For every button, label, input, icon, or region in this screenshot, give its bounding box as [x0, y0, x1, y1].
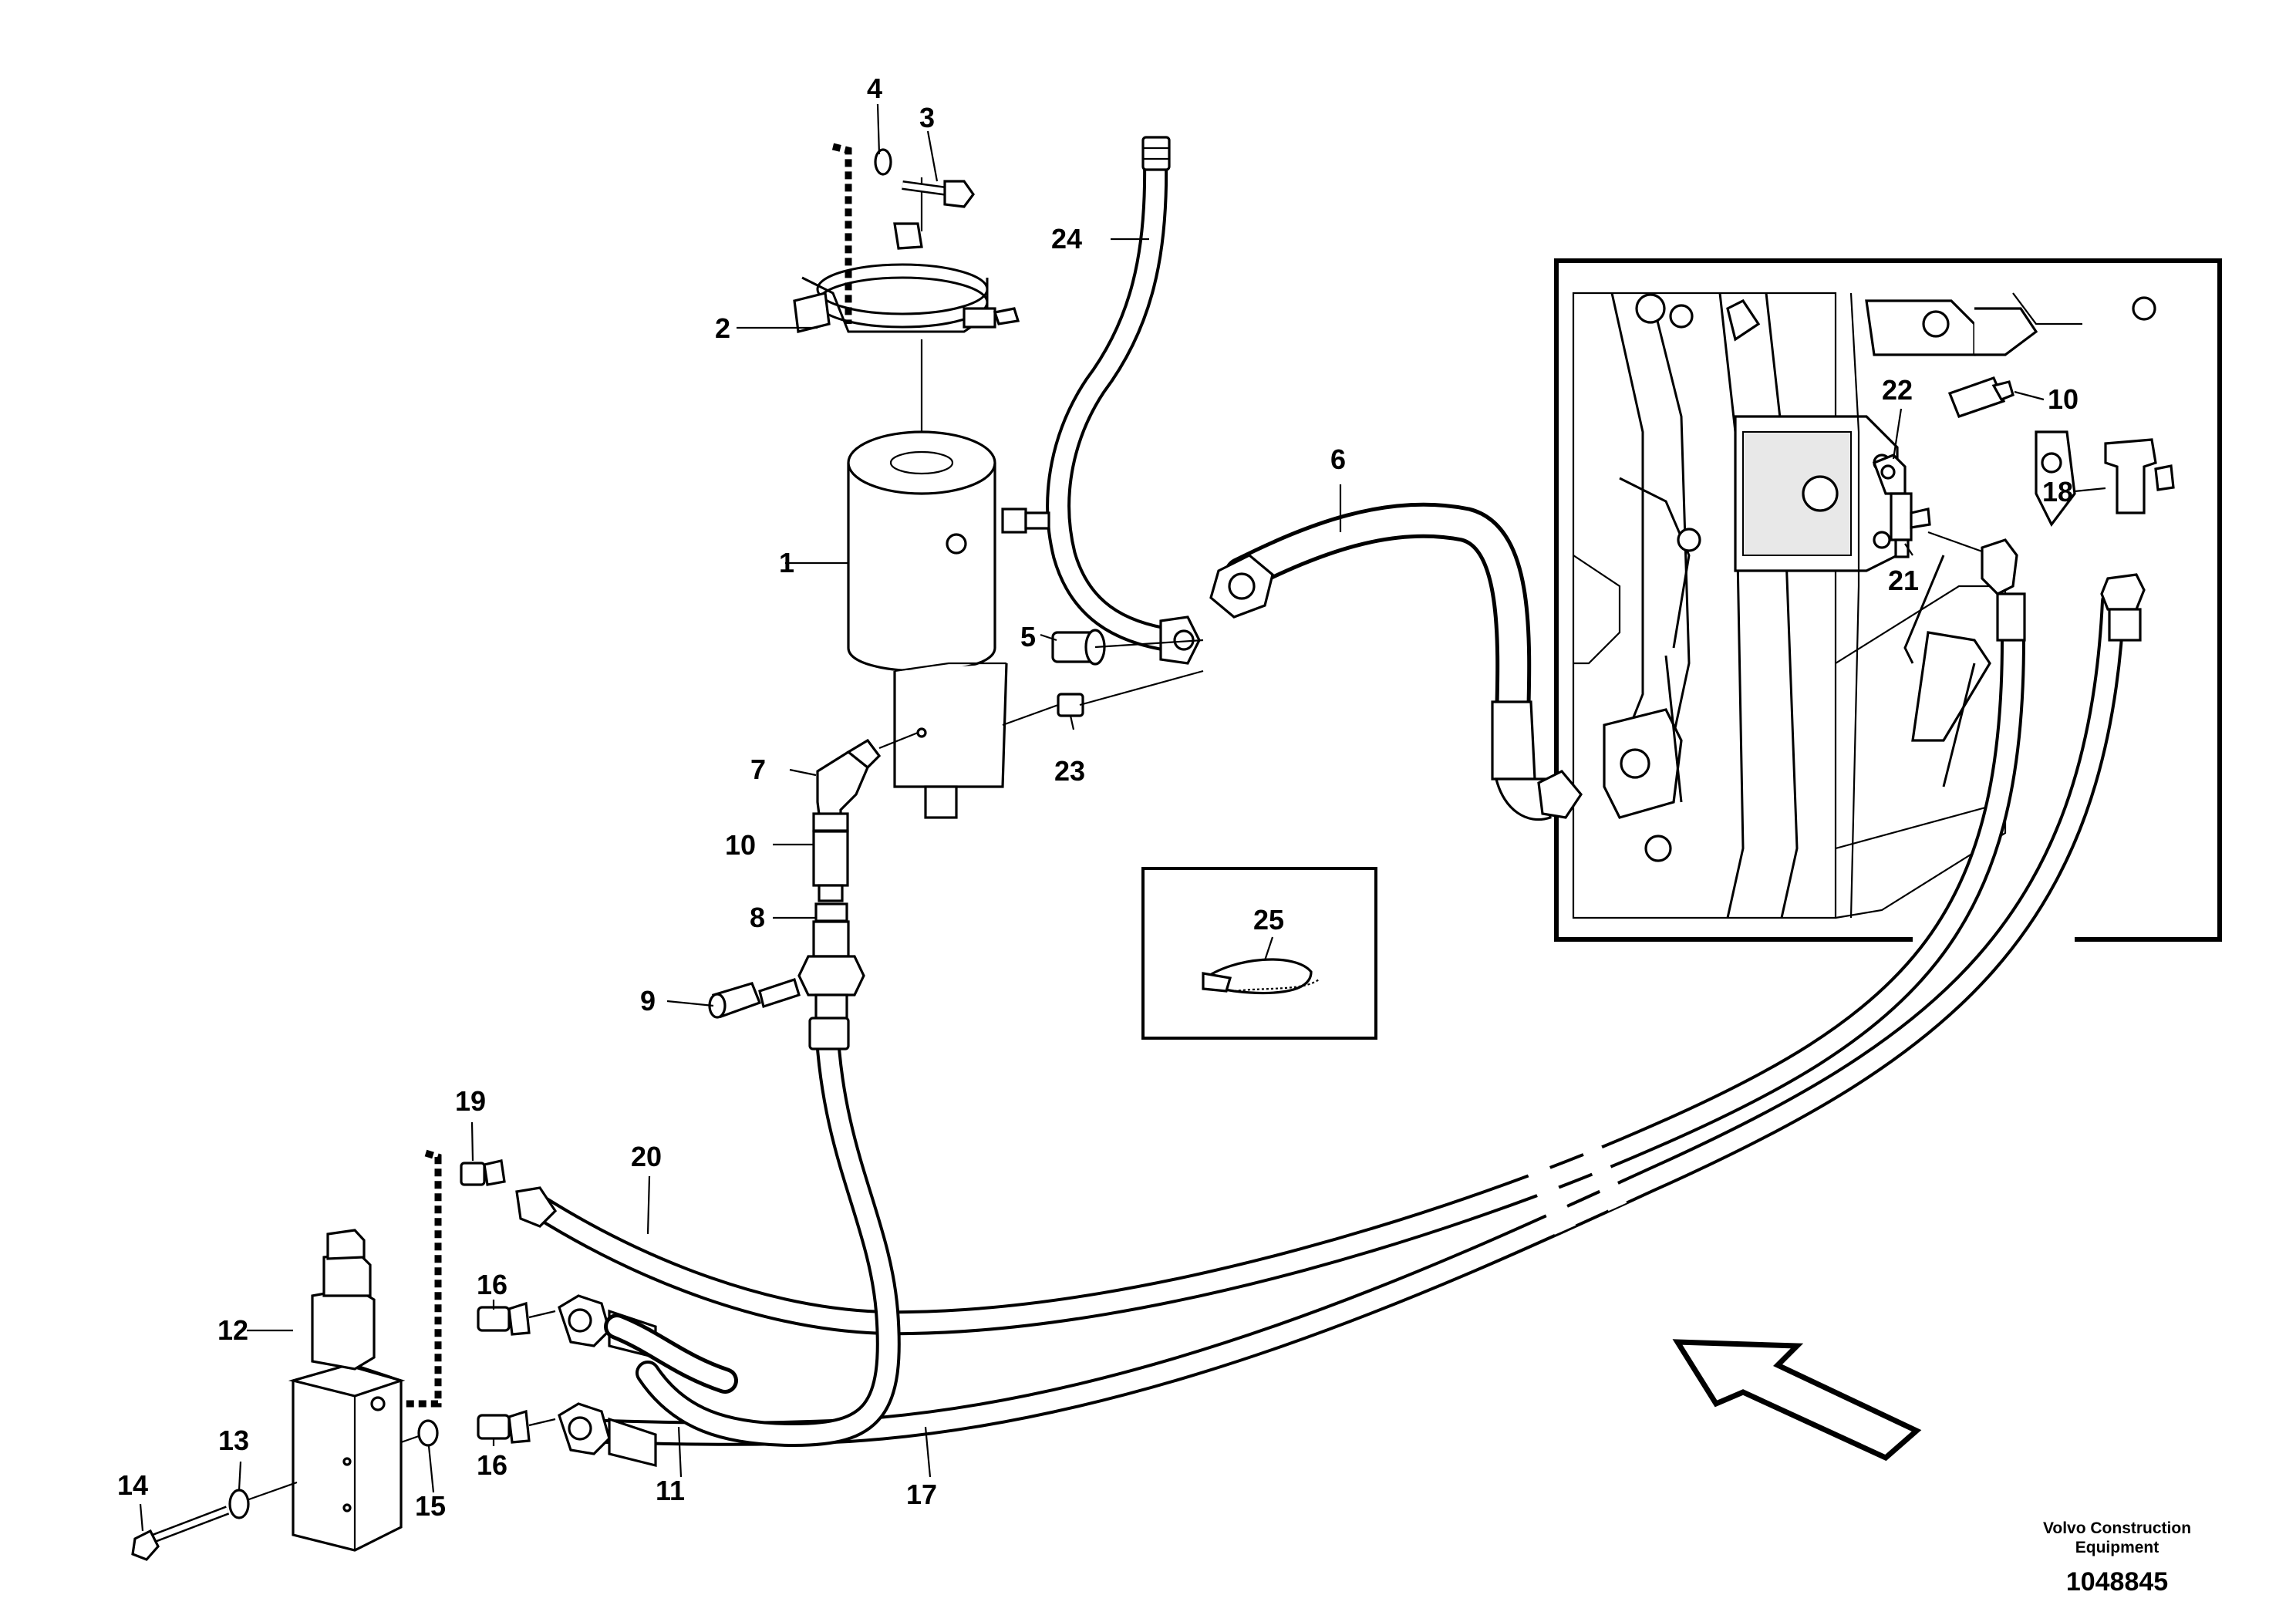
callout-9: 9 — [640, 985, 656, 1017]
part-9-pressure-sensor — [708, 977, 801, 1019]
drawing-number: 1048845 — [2066, 1567, 2168, 1597]
assembly-dashed-line-bottom — [405, 1149, 442, 1408]
part-13-washer — [228, 1489, 250, 1519]
part-10-coupling — [812, 812, 849, 902]
part-5-connector — [1051, 629, 1204, 666]
inset-part-18-tee — [2100, 438, 2175, 642]
callout-1: 1 — [779, 547, 794, 578]
callout-14: 14 — [117, 1469, 148, 1501]
callout-18: 18 — [2042, 476, 2073, 508]
hose-11 — [636, 1013, 901, 1447]
callout-labels: 1 2 3 4 5 6 7 8 9 10 10 11 12 13 14 15 1… — [117, 73, 2079, 1522]
callout-15: 15 — [415, 1490, 446, 1522]
footer: Volvo Construction Equipment 1048845 — [2043, 1519, 2191, 1597]
callout-12: 12 — [217, 1314, 248, 1346]
assembly-dashed-line-top — [831, 143, 852, 324]
part-19-fitting — [460, 1159, 506, 1186]
engine-block-sketch — [1572, 292, 2156, 919]
part-25-cable-tie-box — [1141, 867, 1377, 1040]
callout-4: 4 — [867, 73, 882, 104]
brand-line-2: Equipment — [2075, 1539, 2159, 1556]
callout-3: 3 — [919, 102, 935, 133]
callout-22: 22 — [1882, 374, 1913, 406]
hose-6 — [1209, 502, 1583, 821]
callout-10b: 10 — [2048, 383, 2079, 415]
long-hoses — [528, 589, 2126, 1446]
callout-16b: 16 — [477, 1449, 507, 1481]
callout-10a: 10 — [725, 829, 756, 861]
part-20-end-fitting — [515, 1186, 558, 1228]
callout-23: 23 — [1054, 755, 1085, 787]
part-23-fitting — [1002, 669, 1204, 727]
callout-25: 25 — [1253, 904, 1284, 936]
callout-19: 19 — [455, 1085, 486, 1117]
part-16-fittings — [477, 1301, 556, 1444]
part-8-tee-fitting — [797, 902, 865, 1050]
part-4-washer — [874, 148, 892, 176]
callout-16a: 16 — [477, 1269, 507, 1300]
part-15-o-ring — [400, 1419, 439, 1447]
callout-13: 13 — [218, 1425, 249, 1456]
callout-21: 21 — [1888, 565, 1919, 596]
inset-hose-end-fitting — [1927, 531, 2026, 642]
callout-5: 5 — [1020, 621, 1036, 653]
accumulator-assembly — [793, 177, 1050, 819]
inset-detail-view — [1554, 258, 2222, 944]
callout-6: 6 — [1330, 443, 1346, 475]
part-12-valve-block — [288, 1229, 406, 1552]
callout-20: 20 — [631, 1141, 662, 1172]
inset-part-22-elbow — [1872, 454, 1907, 495]
hose-end-fittings — [558, 1294, 738, 1468]
callout-7: 7 — [750, 754, 766, 785]
part-3-bolt — [902, 180, 975, 208]
part-14-bolt — [131, 1481, 298, 1561]
callout-24: 24 — [1051, 223, 1082, 255]
callout-17: 17 — [906, 1479, 937, 1510]
direction-arrow — [1672, 1339, 1922, 1462]
brand-line-1: Volvo Construction — [2043, 1519, 2191, 1537]
callout-11: 11 — [656, 1475, 685, 1506]
leader-lines — [139, 103, 2106, 1532]
hose-24 — [1046, 136, 1201, 665]
callout-8: 8 — [750, 902, 765, 933]
callout-2: 2 — [715, 312, 730, 344]
hose-break-marks — [1516, 1118, 1627, 1235]
inset-part-10-coupling — [1947, 376, 2014, 419]
inset-part-21-tee — [1890, 492, 1931, 558]
